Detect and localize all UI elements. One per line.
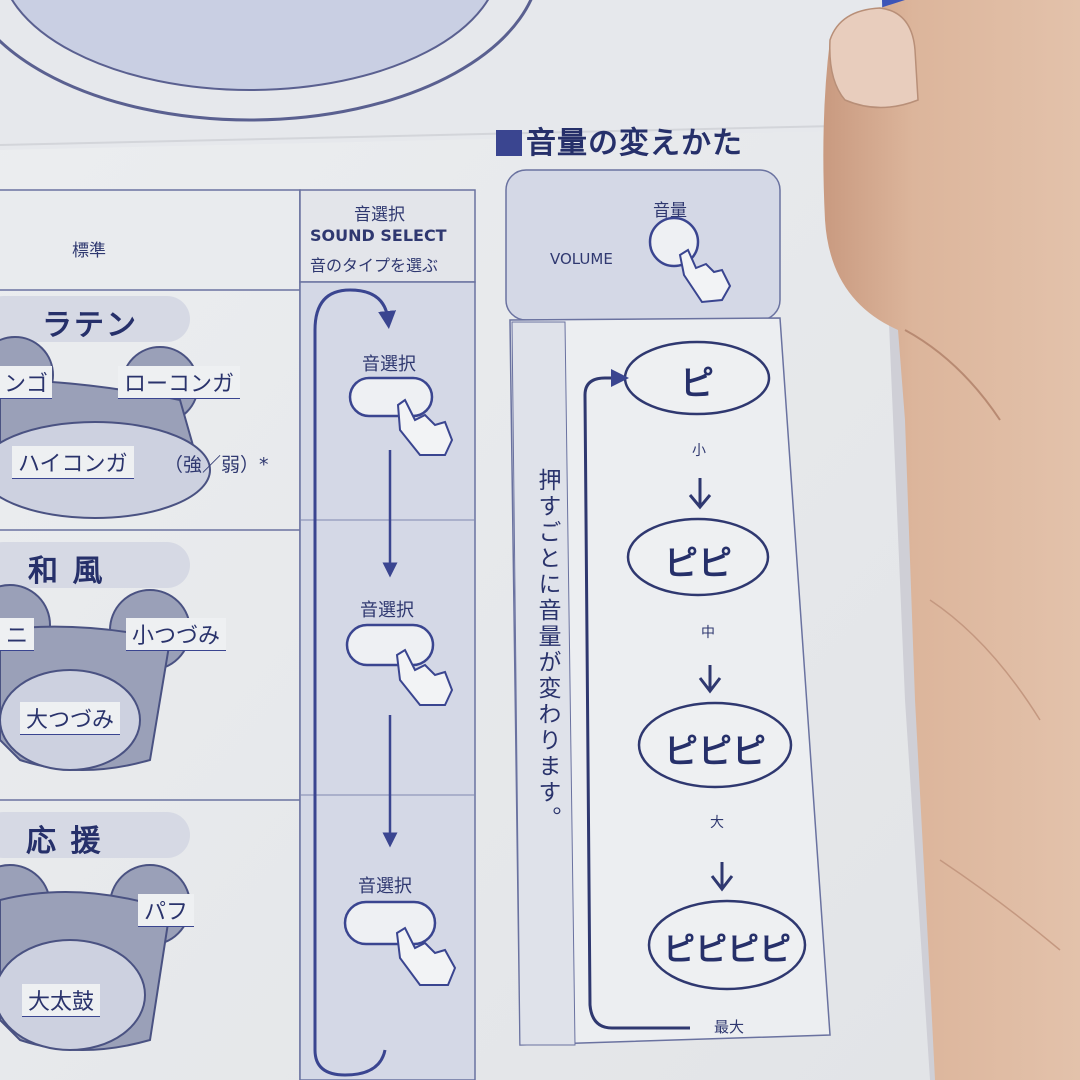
volume-level-sound-3: ピピピピ [662, 930, 791, 968]
volume-level-label-1: 中 [701, 625, 715, 641]
item-ouen-1: 大太鼓 [22, 984, 101, 1017]
select-button-label-2: 音選択 [358, 876, 412, 897]
sound-select-button-graphic [343, 376, 437, 946]
volume-level-label-3: 最大 [714, 1018, 745, 1036]
item-latin-1: ローコンガ [118, 366, 241, 399]
volume-level-label-0: 小 [692, 443, 706, 459]
sound-select-label-jp: 音選択 [354, 205, 405, 225]
category-pill-wafu [0, 542, 190, 588]
item-latin-0: ンゴ [0, 366, 53, 399]
volume-level-sound-1: ピピ [664, 544, 732, 584]
left-column-header: 標準 [72, 241, 106, 261]
item-ouen-0: パフ [138, 894, 195, 927]
select-button-label-0: 音選択 [362, 354, 416, 375]
hand-thumb [823, 0, 1080, 1080]
category-pill-latin [0, 296, 190, 342]
volume-level-ellipses [623, 340, 807, 991]
category-latin: ラテン [42, 308, 138, 343]
dial-outline [0, 0, 533, 122]
category-wafu: 和 風 [28, 554, 105, 589]
volume-label-en: VOLUME [550, 250, 613, 268]
item-wafu-2: 大つづみ [20, 702, 121, 735]
volume-level-sound-2: ピピピ [664, 732, 766, 772]
title-square-icon [496, 130, 522, 156]
thumbnail [829, 7, 919, 109]
volume-level-sound-0: ピ [680, 364, 714, 404]
volume-label-jp: 音量 [653, 201, 687, 221]
item-wafu-0: ニ [0, 618, 35, 651]
select-button-label-1: 音選択 [360, 600, 414, 621]
category-ouen: 応 援 [26, 824, 103, 859]
volume-hand-icon [678, 248, 732, 304]
item-wafu-1: 小つづみ [126, 618, 227, 651]
volume-instruction: 押すごとに音量が変わります。 [534, 468, 560, 832]
page-title: 音量の変えかた [496, 118, 743, 162]
category-pill-ouen [0, 812, 190, 858]
sound-select-subtitle: 音のタイプを選ぶ [310, 256, 439, 275]
volume-level-label-2: 大 [710, 815, 724, 831]
sound-select-label-en: SOUND SELECT [310, 226, 447, 245]
volume-header-panel [505, 169, 781, 321]
item-latin-note: （強／弱）* [164, 454, 269, 476]
item-latin-2: ハイコンガ [12, 446, 134, 479]
title-text: 音量の変えかた [526, 126, 743, 161]
pointing-hand-icon [395, 398, 457, 986]
